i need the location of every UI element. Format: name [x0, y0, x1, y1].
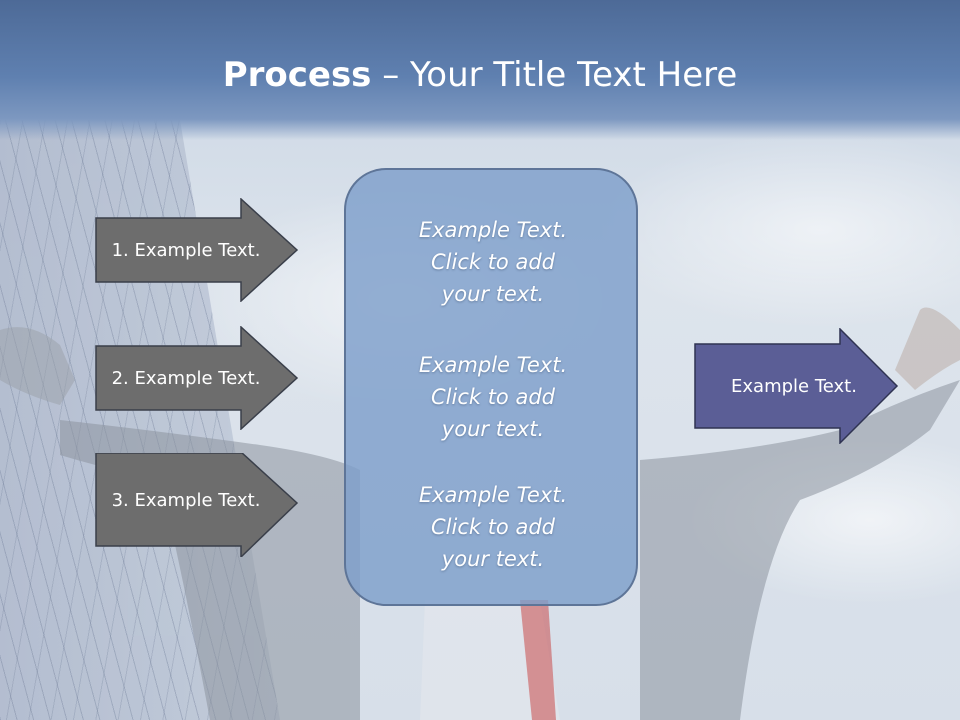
arrow-shape-icon: [694, 328, 899, 444]
center-text-line: your text.: [441, 282, 545, 306]
center-text-line: Click to add: [430, 250, 555, 274]
process-arrow-1[interactable]: 1. Example Text.: [95, 198, 300, 302]
center-text-line: Example Text.: [418, 483, 568, 507]
process-arrow-label: 2. Example Text.: [111, 367, 261, 389]
slide-title[interactable]: Process – Your Title Text Here: [0, 52, 960, 98]
center-text-line: Example Text.: [418, 218, 568, 242]
arrow-shape-icon: [95, 326, 299, 430]
center-text-block-1[interactable]: Example Text. Click to add your text.: [346, 214, 640, 310]
output-arrow-label: Example Text.: [731, 375, 857, 397]
process-arrow-label: 3. Example Text.: [111, 489, 261, 511]
process-arrow-2[interactable]: 2. Example Text.: [95, 326, 300, 430]
title-rest: – Your Title Text Here: [371, 55, 738, 95]
output-arrow[interactable]: Example Text.: [694, 328, 900, 444]
center-text-box[interactable]: Example Text. Click to add your text. Ex…: [344, 168, 638, 606]
title-bar: [0, 0, 960, 140]
center-text-line: Click to add: [430, 515, 555, 539]
center-text-line: Example Text.: [418, 353, 568, 377]
center-text-line: Click to add: [430, 385, 555, 409]
center-text-block-2[interactable]: Example Text. Click to add your text.: [346, 349, 640, 445]
center-text-line: your text.: [441, 417, 545, 441]
arrow-shape-icon: [95, 198, 299, 302]
process-arrow-3[interactable]: 3. Example Text.: [95, 453, 300, 557]
title-bold: Process: [222, 55, 372, 95]
arrow-shape-icon: [95, 453, 299, 557]
center-text-line: your text.: [441, 547, 545, 571]
process-arrow-label: 1. Example Text.: [111, 239, 261, 261]
center-text-block-3[interactable]: Example Text. Click to add your text.: [346, 479, 640, 575]
